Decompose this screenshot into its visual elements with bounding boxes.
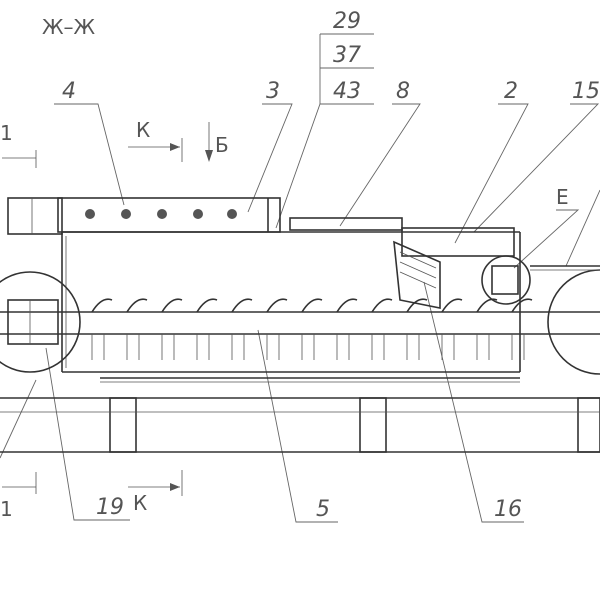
view-arrow-k-top: К bbox=[128, 118, 183, 162]
auger-flight-bottom bbox=[91, 334, 105, 360]
auger-flight-bottom bbox=[336, 334, 350, 360]
bolt-hole bbox=[193, 209, 203, 219]
bearing-end-right bbox=[547, 269, 600, 375]
callout-16: 16 bbox=[423, 281, 524, 523]
callout-29-37-43: 29 37 43 bbox=[275, 9, 374, 229]
auger-flight-bottom bbox=[161, 334, 175, 360]
view-arrow-k-bottom: К bbox=[128, 470, 183, 515]
auger-flight-top bbox=[91, 298, 113, 313]
auger-flight-top bbox=[266, 298, 288, 313]
detail-e-circle bbox=[481, 255, 531, 305]
callout-left-lower bbox=[0, 379, 37, 459]
auger-flight-bottom bbox=[441, 334, 455, 360]
callout-5-label: 5 bbox=[316, 497, 330, 522]
auger-flight-top bbox=[406, 298, 428, 313]
view-k-bottom-label: К bbox=[133, 491, 147, 515]
auger-flight-bottom bbox=[231, 334, 245, 360]
machine-frame bbox=[0, 197, 600, 453]
callout-8-label: 8 bbox=[396, 79, 410, 104]
auger-flight-top bbox=[196, 298, 218, 313]
auger-flight-top bbox=[231, 298, 253, 313]
view-k-top-label: К bbox=[136, 118, 150, 142]
callout-15-label: 15 bbox=[572, 79, 600, 104]
auger-flight-bottom bbox=[266, 334, 280, 360]
callout-2-label: 2 bbox=[504, 79, 518, 104]
auger-flight-bottom bbox=[301, 334, 315, 360]
auger-flight-bottom bbox=[371, 334, 385, 360]
view-arrow-b: Б bbox=[205, 122, 229, 162]
section-mark-bottom-label: 1 bbox=[0, 497, 13, 521]
callout-e-right bbox=[565, 189, 600, 267]
callout-8: 8 bbox=[339, 79, 421, 227]
bearing-end-left bbox=[0, 271, 81, 373]
callout-43-label: 43 bbox=[333, 79, 361, 104]
callout-19-label: 19 bbox=[96, 495, 124, 520]
section-title: Ж–Ж bbox=[42, 15, 96, 39]
callout-15: 15 bbox=[473, 79, 600, 233]
bolt-hole bbox=[157, 209, 167, 219]
auger-flights bbox=[91, 298, 533, 360]
chute bbox=[393, 240, 441, 309]
callout-5: 5 bbox=[257, 329, 338, 523]
auger-flight-top bbox=[301, 298, 323, 313]
auger-flight-top bbox=[476, 298, 498, 313]
section-mark-top-label: 1 bbox=[0, 121, 13, 145]
callout-29-label: 29 bbox=[333, 9, 361, 34]
auger-flight-top bbox=[441, 298, 463, 313]
bolt-hole bbox=[227, 209, 237, 219]
callout-e: Е bbox=[513, 185, 580, 269]
section-mark-bottom-left: 1 bbox=[0, 472, 37, 521]
callout-4-label: 4 bbox=[62, 79, 76, 104]
bolt-hole bbox=[121, 209, 131, 219]
auger-flight-top bbox=[161, 298, 183, 313]
auger-flight-bottom bbox=[406, 334, 420, 360]
callout-e-label: Е bbox=[556, 185, 569, 209]
auger-flight-bottom bbox=[511, 334, 525, 360]
callout-19: 19 bbox=[45, 347, 130, 521]
bolt-hole bbox=[85, 209, 95, 219]
callout-16-label: 16 bbox=[494, 497, 522, 522]
callout-37-label: 37 bbox=[333, 43, 361, 68]
auger-flight-top bbox=[126, 298, 148, 313]
view-b-label: Б bbox=[215, 133, 229, 157]
auger-flight-top bbox=[371, 298, 393, 313]
callout-3-label: 3 bbox=[266, 79, 280, 104]
callout-3: 3 bbox=[247, 79, 293, 213]
callout-4: 4 bbox=[54, 79, 125, 206]
auger-flight-top bbox=[511, 298, 533, 313]
auger-flight-bottom bbox=[476, 334, 490, 360]
auger-flight-bottom bbox=[196, 334, 210, 360]
callout-2: 2 bbox=[454, 79, 529, 244]
auger-flight-bottom bbox=[126, 334, 140, 360]
auger-flight-top bbox=[336, 298, 358, 313]
section-mark-top-left: 1 bbox=[0, 121, 37, 168]
